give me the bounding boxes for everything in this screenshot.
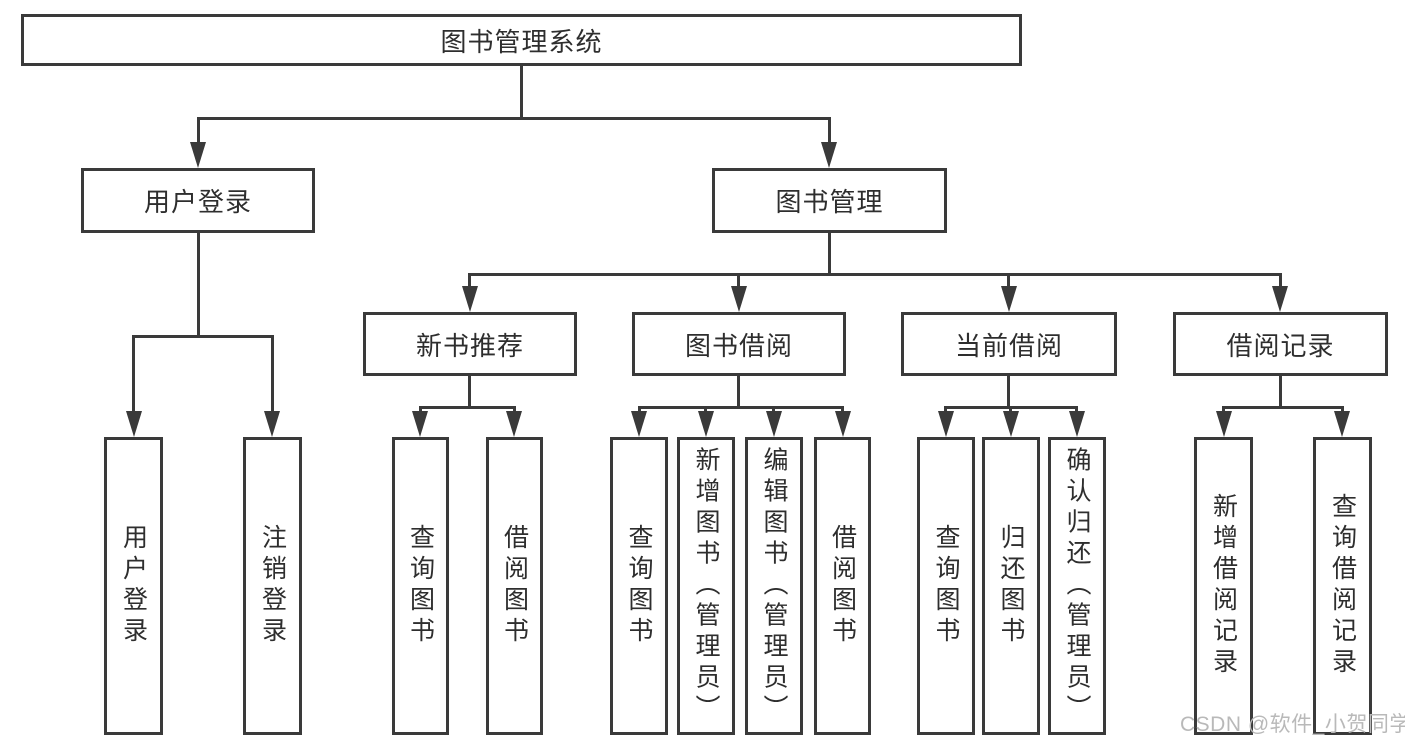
arrowhead-down-icon xyxy=(1216,411,1232,437)
arrowhead-down-icon xyxy=(631,411,647,437)
node-leaf-label: 查询图书 xyxy=(932,524,960,648)
connector-user-login-hline xyxy=(132,335,274,338)
connector-root-hline xyxy=(197,117,831,120)
connector-book-borrow-stem xyxy=(737,375,740,408)
arrowhead-down-icon xyxy=(766,411,782,437)
connector-book-borrow-hline xyxy=(638,406,844,409)
node-leaf-label: 编辑图书（管理员） xyxy=(760,446,788,726)
node-new-book-recommend: 新书推荐 xyxy=(363,312,577,376)
connector-drop xyxy=(1075,406,1078,414)
node-leaf-logout: 注销登录 xyxy=(243,437,302,735)
connector-current-borrow-stem xyxy=(1007,375,1010,408)
node-current-borrow-label: 当前借阅 xyxy=(954,330,1063,361)
connector-drop-borrow-records xyxy=(1279,273,1282,289)
connector-book-management-stem xyxy=(828,232,831,275)
watermark: CSDN @软件_小贺同学 xyxy=(1180,713,1405,736)
node-leaf-query-borrow-record: 查询借阅记录 xyxy=(1313,437,1372,735)
connector-drop-user-login xyxy=(197,117,200,144)
connector-drop xyxy=(513,406,516,414)
arrowhead-down-icon xyxy=(190,142,206,168)
arrowhead-down-icon xyxy=(1003,411,1019,437)
node-root: 图书管理系统 xyxy=(21,14,1022,66)
connector-drop xyxy=(841,406,844,414)
connector-drop-book-management xyxy=(828,117,831,144)
node-leaf-label: 查询图书 xyxy=(406,524,435,648)
arrowhead-down-icon xyxy=(412,411,428,437)
arrowhead-down-icon xyxy=(938,411,954,437)
node-book-management-label: 图书管理 xyxy=(775,187,884,217)
connector-root-stem xyxy=(520,64,523,119)
node-leaf-user-login: 用户登录 xyxy=(104,437,163,735)
connector-drop-logout-leaf xyxy=(271,335,274,413)
arrowhead-down-icon xyxy=(1069,411,1085,437)
arrowhead-down-icon xyxy=(1334,411,1350,437)
node-leaf-label: 归还图书 xyxy=(997,524,1025,648)
arrowhead-down-icon xyxy=(126,411,142,437)
arrowhead-down-icon xyxy=(698,411,714,437)
node-leaf-label: 新增借阅记录 xyxy=(1209,493,1238,679)
node-current-borrow: 当前借阅 xyxy=(901,312,1117,376)
arrowhead-down-icon xyxy=(821,142,837,168)
node-leaf-label: 借阅图书 xyxy=(828,524,857,648)
connector-drop xyxy=(704,406,707,414)
connector-drop xyxy=(1222,406,1225,414)
node-root-label: 图书管理系统 xyxy=(440,26,603,57)
node-user-login-label: 用户登录 xyxy=(143,187,252,217)
node-leaf-add-book-admin: 新增图书（管理员） xyxy=(677,437,735,735)
connector-user-login-stem xyxy=(197,232,200,337)
connector-drop-current-borrow xyxy=(1007,273,1010,289)
node-leaf-label: 新增图书（管理员） xyxy=(692,446,720,726)
node-leaf-query-books-3: 查询图书 xyxy=(917,437,975,735)
node-leaf-label: 确认归还（管理员） xyxy=(1063,446,1091,726)
connector-borrow-records-stem xyxy=(1279,375,1282,408)
connector-book-management-hline xyxy=(468,273,1282,276)
connector-drop-new-book xyxy=(468,273,471,289)
node-leaf-borrow-books-1: 借阅图书 xyxy=(486,437,543,735)
arrowhead-down-icon xyxy=(462,286,478,312)
node-borrow-records: 借阅记录 xyxy=(1173,312,1388,376)
node-leaf-add-borrow-record: 新增借阅记录 xyxy=(1194,437,1253,735)
arrowhead-down-icon xyxy=(731,286,747,312)
node-book-borrow: 图书借阅 xyxy=(632,312,846,376)
connector-drop xyxy=(638,406,641,414)
node-leaf-label: 查询借阅记录 xyxy=(1328,493,1357,679)
node-leaf-query-books-2: 查询图书 xyxy=(610,437,668,735)
connector-borrow-records-hline xyxy=(1222,406,1344,409)
arrowhead-down-icon xyxy=(506,411,522,437)
node-book-borrow-label: 图书借阅 xyxy=(684,330,793,361)
node-leaf-borrow-books-2: 借阅图书 xyxy=(814,437,871,735)
node-leaf-label: 注销登录 xyxy=(258,524,287,648)
connector-drop xyxy=(944,406,947,414)
connector-new-book-hline xyxy=(419,406,516,409)
node-leaf-label: 借阅图书 xyxy=(500,524,529,648)
arrowhead-down-icon xyxy=(1272,286,1288,312)
connector-drop-user-login-leaf xyxy=(132,335,135,413)
connector-drop-book-borrow xyxy=(737,273,740,289)
node-leaf-label: 用户登录 xyxy=(119,524,148,648)
connector-drop xyxy=(419,406,422,414)
arrowhead-down-icon xyxy=(835,411,851,437)
node-borrow-records-label: 借阅记录 xyxy=(1226,330,1335,361)
connector-drop xyxy=(1341,406,1344,414)
node-leaf-label: 查询图书 xyxy=(625,524,653,648)
connector-drop xyxy=(772,406,775,414)
node-leaf-query-books-1: 查询图书 xyxy=(392,437,449,735)
node-leaf-confirm-return-admin: 确认归还（管理员） xyxy=(1048,437,1106,735)
connector-drop xyxy=(1009,406,1012,414)
connector-new-book-stem xyxy=(468,375,471,408)
node-book-management: 图书管理 xyxy=(712,168,947,233)
node-user-login: 用户登录 xyxy=(81,168,315,233)
arrowhead-down-icon xyxy=(1001,286,1017,312)
node-new-book-recommend-label: 新书推荐 xyxy=(415,330,524,361)
node-leaf-edit-book-admin: 编辑图书（管理员） xyxy=(745,437,803,735)
arrowhead-down-icon xyxy=(264,411,280,437)
node-leaf-return-book: 归还图书 xyxy=(982,437,1040,735)
